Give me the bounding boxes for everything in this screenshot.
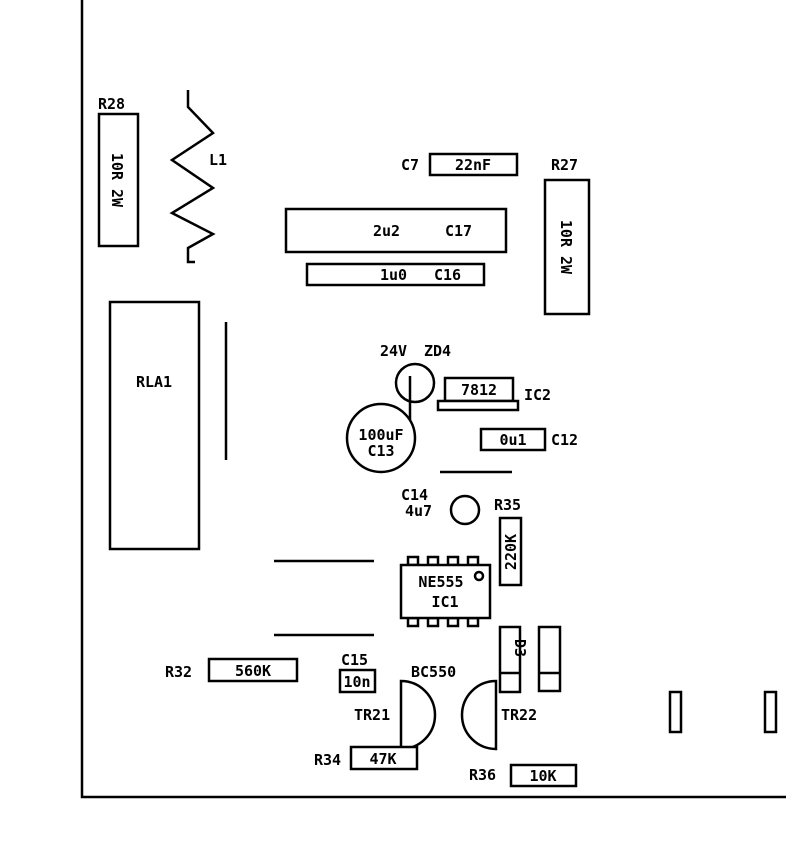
- c15-ref: C15: [341, 651, 368, 669]
- c13-body: [345, 402, 417, 474]
- c13-ref: C13: [367, 442, 394, 460]
- c17-value: 2u2: [373, 222, 400, 240]
- r36-resistor: R36 10K: [469, 763, 578, 788]
- r27-resistor: R27 10R 2W: [543, 156, 591, 316]
- r27-value: 10R 2W: [557, 220, 575, 275]
- tr21-body: [399, 679, 437, 751]
- r28-value: 10R 2W: [108, 153, 126, 208]
- connector-pad-right: [763, 690, 778, 734]
- transistor-type: BC550: [411, 663, 456, 681]
- d3-ref: D3: [511, 639, 529, 657]
- transistors: BC550 TR21 TR22: [354, 663, 537, 751]
- rla1-relay: RLA1: [108, 300, 228, 551]
- r32-ref: R32: [165, 663, 192, 681]
- zd4-value: 24V: [380, 342, 407, 360]
- r28-body: [97, 112, 140, 248]
- c16-value: 1u0: [380, 266, 407, 284]
- r35-value: 220K: [502, 534, 520, 570]
- c17-ref: C17: [445, 222, 472, 240]
- c13-value: 100uF: [358, 426, 403, 444]
- r36-ref: R36: [469, 766, 496, 784]
- c17-capacitor: 2u2 C17: [284, 207, 508, 254]
- ic1-pin1-marker: [473, 570, 485, 582]
- c12-body: [479, 427, 547, 452]
- tr21-ref: TR21: [354, 706, 390, 724]
- ic1-timer: NE555 IC1: [399, 555, 492, 628]
- rla1-ref: RLA1: [136, 373, 172, 391]
- c14-ref: C14: [401, 486, 428, 504]
- c16-ref: C16: [434, 266, 461, 284]
- c15-capacitor: C15 10n: [338, 651, 377, 694]
- r34-resistor: R34 47K: [314, 745, 419, 771]
- c7-ref: C7: [401, 156, 419, 174]
- ic2-ref: IC2: [524, 386, 551, 404]
- zd4-body: [394, 362, 436, 404]
- r35-body: [498, 516, 523, 587]
- r32-body: [207, 657, 299, 683]
- r35-resistor: R35 220K: [494, 496, 523, 587]
- zd4-ref: ZD4: [424, 342, 451, 360]
- ic1-ref: IC1: [431, 593, 458, 611]
- r34-ref: R34: [314, 751, 341, 769]
- r34-value: 47K: [369, 750, 396, 768]
- l1-coil: [169, 90, 216, 264]
- c7-value: 22nF: [455, 156, 491, 174]
- r28-resistor: R28 10R 2W: [97, 95, 140, 248]
- board-outline: [80, 0, 786, 799]
- ic1-body: [399, 563, 492, 620]
- d3-body: [498, 625, 522, 694]
- c12-ref: C12: [551, 431, 578, 449]
- r32-resistor: R32 560K: [165, 657, 299, 683]
- d3-diode: D3: [498, 625, 529, 694]
- c12-value: 0u1: [499, 431, 526, 449]
- ic1-value: NE555: [418, 573, 463, 591]
- l1-inductor: L1: [169, 90, 227, 264]
- unlabeled-component-body: [537, 625, 562, 693]
- r36-body: [509, 763, 578, 788]
- r32-value: 560K: [235, 662, 271, 680]
- ic2-tab: [436, 399, 520, 412]
- c16-capacitor: 1u0 C16: [305, 262, 486, 287]
- r27-body: [543, 178, 591, 316]
- rla1-body: [108, 300, 201, 551]
- unlabeled-component: [537, 625, 562, 693]
- c14-body: [449, 494, 481, 526]
- ic2-value: 7812: [461, 381, 497, 399]
- c14-value: 4u7: [405, 502, 432, 520]
- r28-ref: R28: [98, 95, 125, 113]
- c12-capacitor: 0u1 C12: [479, 427, 578, 452]
- ic2-regulator: 7812 IC2: [436, 376, 551, 412]
- c15-body: [338, 668, 377, 694]
- l1-ref: L1: [209, 151, 227, 169]
- c14-capacitor: C14 4u7: [401, 486, 481, 526]
- c7-capacitor: C7 22nF: [401, 152, 519, 177]
- c17-body: [284, 207, 508, 254]
- tr22-body: [460, 679, 498, 751]
- c13-capacitor: 100uF C13: [345, 402, 417, 474]
- r35-ref: R35: [494, 496, 521, 514]
- r36-value: 10K: [529, 767, 556, 785]
- c16-body: [305, 262, 486, 287]
- zd4-zener: 24V ZD4: [380, 342, 451, 436]
- tr22-ref: TR22: [501, 706, 537, 724]
- c7-body: [428, 152, 519, 177]
- c15-value: 10n: [343, 673, 370, 691]
- r27-ref: R27: [551, 156, 578, 174]
- r34-body: [349, 745, 419, 771]
- connector-pad-left: [668, 690, 683, 734]
